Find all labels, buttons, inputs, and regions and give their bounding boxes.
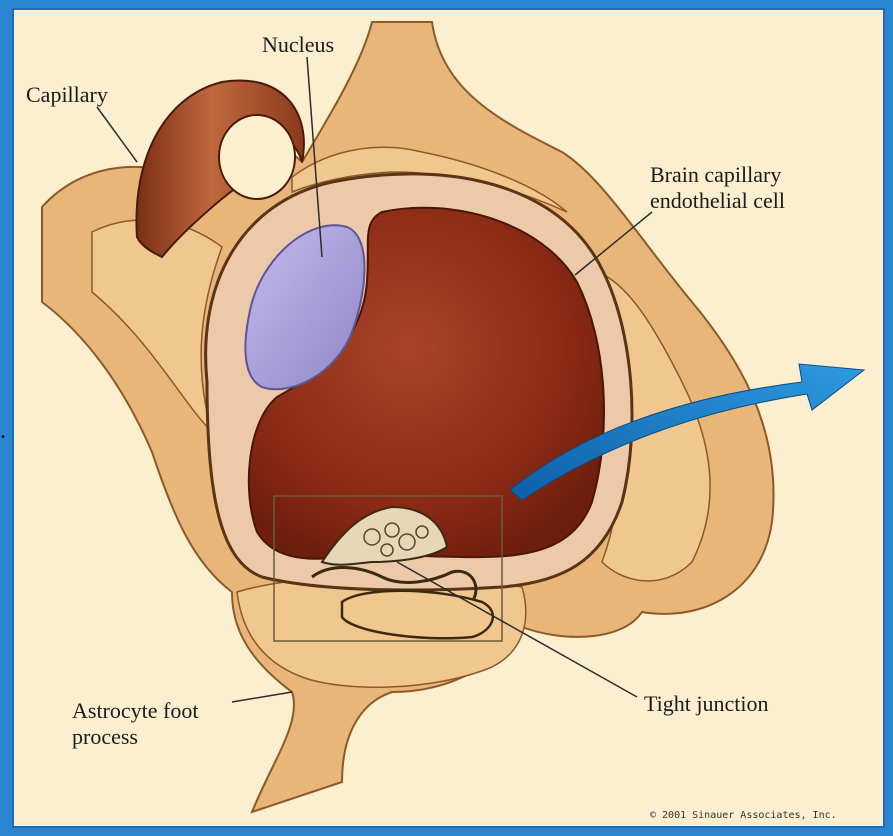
capillary-label: Capillary (26, 82, 108, 108)
endothelial-label-line1: Brain capillary (650, 162, 781, 188)
side-mark: . (0, 418, 6, 445)
copyright-notice: © 2001 Sinauer Associates, Inc. (650, 810, 837, 821)
astrocyte-label-line2: process (72, 724, 138, 750)
astrocyte-label-line1: Astrocyte foot (72, 698, 198, 724)
tight-junction-label: Tight junction (644, 691, 769, 717)
diagram-panel: Nucleus Capillary Brain capillary endoth… (12, 8, 885, 828)
nucleus-label: Nucleus (262, 32, 334, 58)
endothelial-label-line2: endothelial cell (650, 188, 785, 214)
